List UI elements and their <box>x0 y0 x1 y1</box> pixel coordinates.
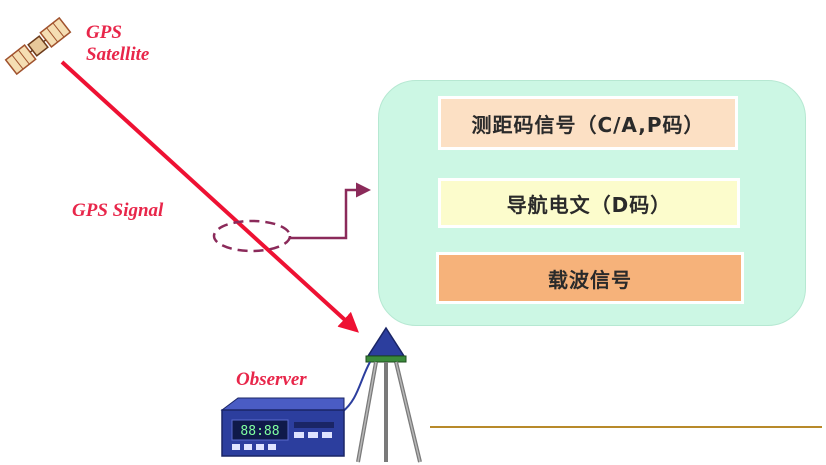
satellite-icon <box>4 16 72 76</box>
gps-satellite-label: GPS Satellite <box>86 22 150 65</box>
gps-signal-label: GPS Signal <box>72 200 164 221</box>
signal-ray <box>60 60 359 333</box>
signal-highlight-ellipse <box>212 219 292 253</box>
observer-label: Observer <box>236 369 307 390</box>
signal-pointer-arrow <box>290 182 371 240</box>
antenna-tripod-icon <box>356 326 422 463</box>
ranging-code-signal-box: 测距码信号（C/A,P码） <box>438 96 738 150</box>
navigation-message-box: 导航电文（D码） <box>438 178 740 228</box>
receiver-display: 88:88 <box>240 424 279 439</box>
gps-receiver-icon: 88:88 <box>220 397 345 457</box>
receiver-cable <box>341 361 371 413</box>
carrier-signal-box: 载波信号 <box>436 252 744 304</box>
ground-line <box>430 426 822 428</box>
